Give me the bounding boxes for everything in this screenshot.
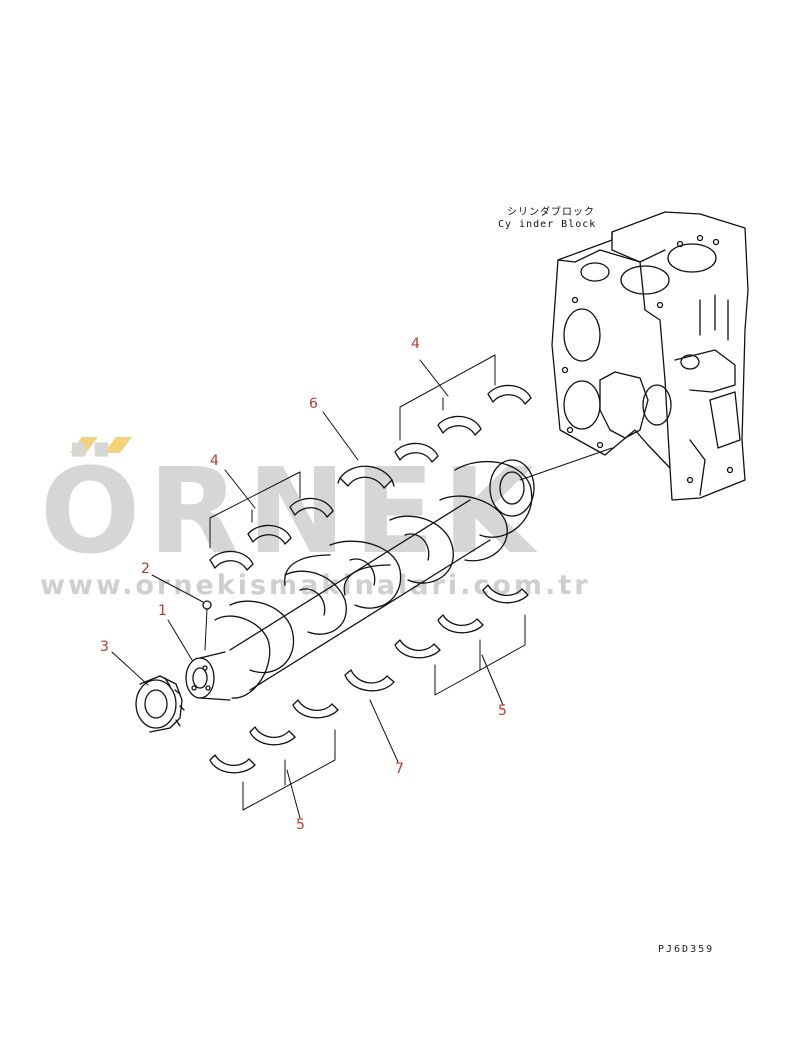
upper-bearings-4-right <box>394 384 532 463</box>
callout-7: 7 <box>395 761 404 777</box>
callout-5-left: 5 <box>296 817 305 833</box>
crankshaft-drawing <box>185 459 535 701</box>
lower-bearings-5-right <box>394 584 529 659</box>
pin-drawing <box>202 600 212 651</box>
callout-3: 3 <box>100 639 109 655</box>
callout-4-right: 4 <box>411 336 420 352</box>
cylinder-block-drawing <box>551 211 749 501</box>
lower-bearings-5-left <box>209 699 339 774</box>
drawing-code: PJ6D359 <box>658 944 715 955</box>
callout-4-left: 4 <box>210 453 219 469</box>
callout-5-right: 5 <box>498 703 507 719</box>
watermark-url: www.ornekismakinalari.com.tr <box>40 570 591 601</box>
upper-bearings-4-left <box>209 497 334 571</box>
callout-6: 6 <box>309 396 318 412</box>
leader-lines <box>111 354 526 819</box>
gear-drawing <box>135 675 185 733</box>
callout-2: 2 <box>141 561 150 577</box>
thrust-bearing-7 <box>344 669 395 692</box>
block-label-japanese: シリンダブロック <box>507 207 595 218</box>
callout-1: 1 <box>158 603 167 619</box>
thrust-bearing-6 <box>337 465 395 489</box>
watermark-accent-icon <box>70 437 132 453</box>
block-label-english: Cy inder Block <box>498 219 597 230</box>
